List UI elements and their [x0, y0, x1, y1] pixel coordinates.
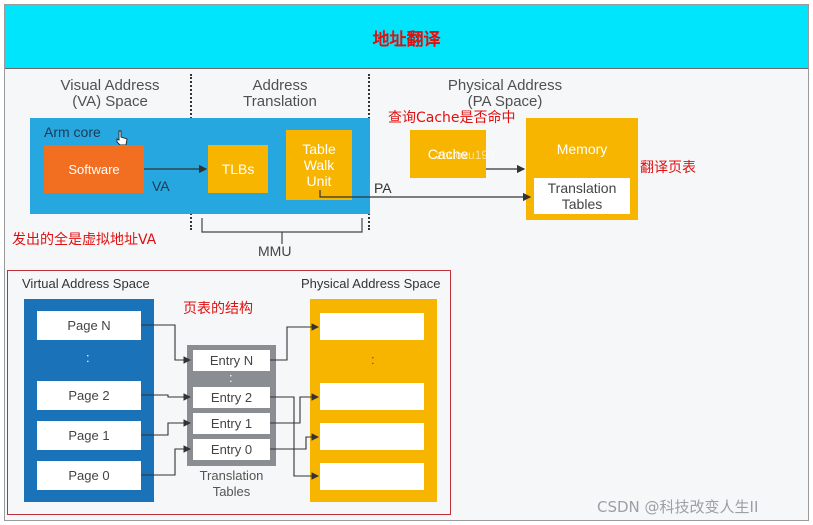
all-va-note: 发出的全是虚拟地址VA: [12, 232, 157, 248]
va-space-header: Visual Address (VA) Space: [30, 78, 190, 110]
va-label: VA: [152, 178, 170, 194]
page-dots: :: [86, 350, 90, 365]
page-table-structure-frame: [7, 270, 451, 515]
tt-bottom-line1: Translation: [199, 468, 264, 483]
cache-label: Cache: [427, 146, 469, 162]
entry-dots: :: [229, 370, 233, 385]
physical-slot: [320, 313, 424, 340]
cache-box: Cache: [410, 130, 486, 178]
entry-n: Entry N: [193, 350, 270, 371]
entry-1: Entry 1: [193, 413, 270, 434]
page-1: Page 1: [37, 421, 141, 450]
translation-tables-box: Translation Tables: [534, 178, 630, 214]
page-2: Page 2: [37, 381, 141, 410]
page-n-link: [141, 324, 192, 364]
physical-slot: [320, 423, 424, 450]
twu-line1: Table: [302, 141, 336, 157]
pa-space-header: Physical Address (PA Space): [420, 78, 590, 110]
page-0-link: [141, 445, 192, 476]
physical-dots: :: [371, 352, 375, 367]
tt-bottom-label: Translation Tables: [187, 468, 276, 500]
physical-slot: [320, 383, 424, 410]
software-box: Software: [44, 145, 144, 193]
entry-0: Entry 0: [193, 439, 270, 460]
banner-title: 地址翻译: [372, 30, 441, 50]
page-0: Page 0: [37, 461, 141, 490]
at-header-line1: Address: [252, 77, 308, 94]
title-banner: 地址翻译: [5, 5, 808, 69]
pa-arrow: [319, 190, 532, 202]
address-translation-header: Address Translation: [200, 78, 360, 110]
watermark-text: zhuoxu199: [436, 148, 495, 162]
entry-0-link: [270, 433, 320, 450]
footer-credit: CSDN @科技改变人生II: [597, 498, 759, 516]
tlbs-box: TLBs: [208, 145, 268, 193]
entry-2: Entry 2: [193, 387, 270, 408]
table-walk-unit-box: Table Walk Unit: [286, 130, 352, 200]
tt-line1: Translation: [547, 180, 617, 196]
twu-line3: Unit: [306, 173, 332, 189]
page-2-link: [141, 393, 192, 401]
entry-n-link: [270, 323, 320, 361]
cache-query-note: 查询Cache是否命中: [388, 110, 516, 126]
pa-header-line2: (PA Space): [467, 93, 543, 110]
memory-label: Memory: [556, 141, 608, 157]
entry-2-link: [270, 396, 320, 480]
vas-title: Virtual Address Space: [22, 276, 150, 291]
arm-core-label: Arm core: [44, 124, 101, 140]
twu-line2: Walk: [303, 157, 335, 173]
page-1-link: [141, 419, 192, 436]
tt-bottom-line2: Tables: [212, 484, 251, 499]
pas-title: Physical Address Space: [301, 276, 441, 291]
mmu-bracket: [201, 218, 363, 233]
mmu-label: MMU: [258, 243, 292, 259]
page-n: Page N: [37, 311, 141, 340]
tt-line2: Tables: [561, 196, 603, 212]
entry-1-link: [270, 393, 320, 424]
translate-pt-note: 翻译页表: [640, 160, 696, 176]
va-header-line2: (VA) Space: [72, 93, 148, 110]
physical-slot: [320, 463, 424, 490]
at-header-line2: Translation: [243, 93, 317, 110]
pa-label: PA: [374, 180, 392, 196]
pa-header-line1: Physical Address: [447, 77, 563, 94]
va-header-line1: Visual Address: [60, 77, 160, 94]
pt-structure-note: 页表的结构: [183, 301, 253, 317]
